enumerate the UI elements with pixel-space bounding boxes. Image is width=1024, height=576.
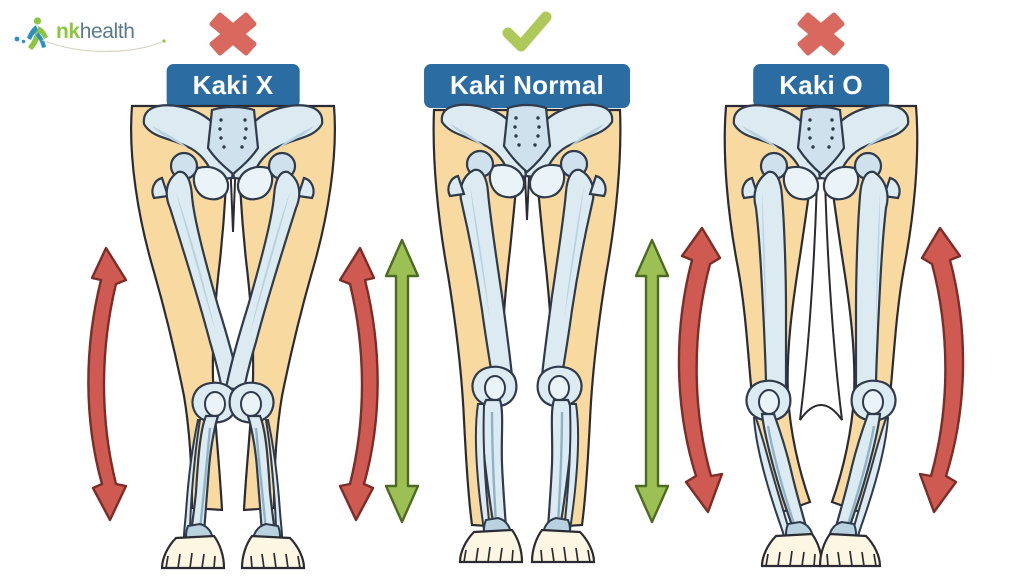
cross-icon (797, 12, 845, 56)
panel-kaki-normal: Kaki Normal (382, 0, 672, 576)
panel-label-kaki-x: Kaki X (166, 64, 300, 109)
panel-label-kaki-o: Kaki O (753, 64, 889, 109)
logo-text-health: health (79, 20, 135, 43)
logo-swoosh (41, 39, 166, 53)
leg-illustration-normal (432, 103, 622, 564)
logo-wordmark: nkhealth (56, 20, 135, 44)
panel-label-kaki-normal: Kaki Normal (424, 64, 630, 109)
brand-logo: nkhealth (12, 14, 172, 54)
panel-kaki-x: Kaki X (87, 0, 379, 576)
running-person-icon (14, 17, 48, 50)
leg-illustration-knock-knees (130, 104, 336, 570)
logo-text-nk: nk (56, 20, 80, 43)
leg-illustration-bow-legs (723, 104, 919, 568)
cross-icon (209, 12, 257, 56)
panel-kaki-o: Kaki O (676, 0, 966, 576)
check-icon (502, 11, 552, 52)
